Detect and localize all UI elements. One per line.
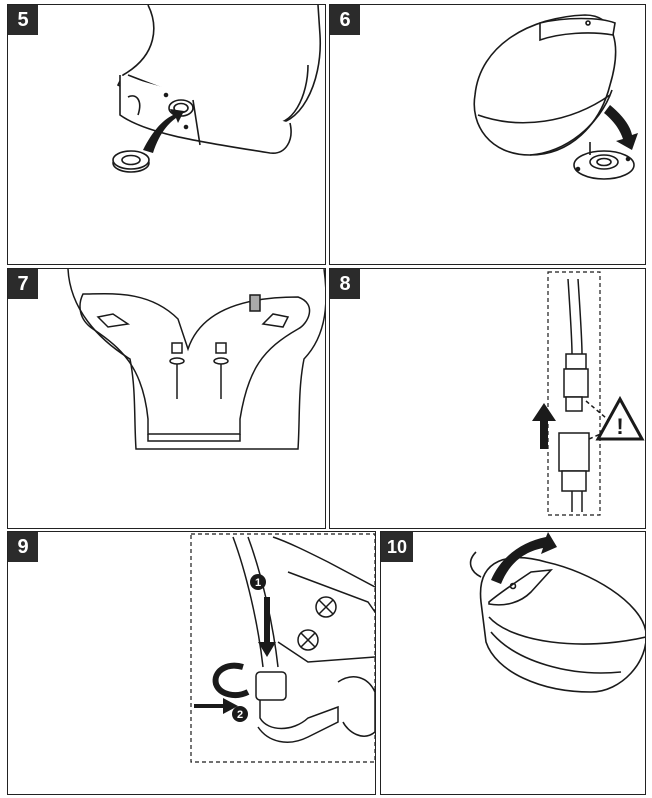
callout-2-marker (232, 706, 248, 722)
step-number-badge: 6 (330, 5, 360, 35)
step-6-panel: 6 (329, 4, 646, 265)
step-number-badge: 5 (8, 5, 38, 35)
step-number-badge: 8 (330, 269, 360, 299)
step-10-illustration (469, 532, 645, 693)
step-7-illustration (67, 269, 325, 450)
step-number-badge: 7 (8, 269, 38, 299)
warning-icon (595, 395, 645, 441)
callout-2-label: 2 (237, 709, 243, 721)
step-number-badge: 9 (8, 532, 38, 562)
step-number-badge: 10 (381, 532, 413, 562)
step-8-illustration: ! (532, 271, 645, 516)
step-9-illustration: 1 2 (190, 533, 375, 763)
step-10-panel: 10 (380, 531, 646, 795)
down-arrow-icon (258, 597, 276, 657)
right-arrow-icon (194, 698, 238, 714)
step-8-panel: 8 ! (329, 268, 646, 529)
direction-arrow (143, 109, 184, 153)
step-5-illustration (112, 5, 321, 173)
step-9-panel: 9 1 2 (7, 531, 376, 795)
direction-arrow (491, 532, 557, 584)
warning-symbol: ! (616, 414, 623, 439)
step-6-illustration (473, 14, 638, 180)
direction-arrow (604, 105, 638, 150)
up-arrow-icon (532, 403, 556, 449)
step-7-panel: 7 (7, 268, 326, 529)
callout-1-marker (250, 574, 266, 590)
callout-1-label: 1 (255, 577, 261, 589)
step-5-panel: 5 (7, 4, 326, 265)
